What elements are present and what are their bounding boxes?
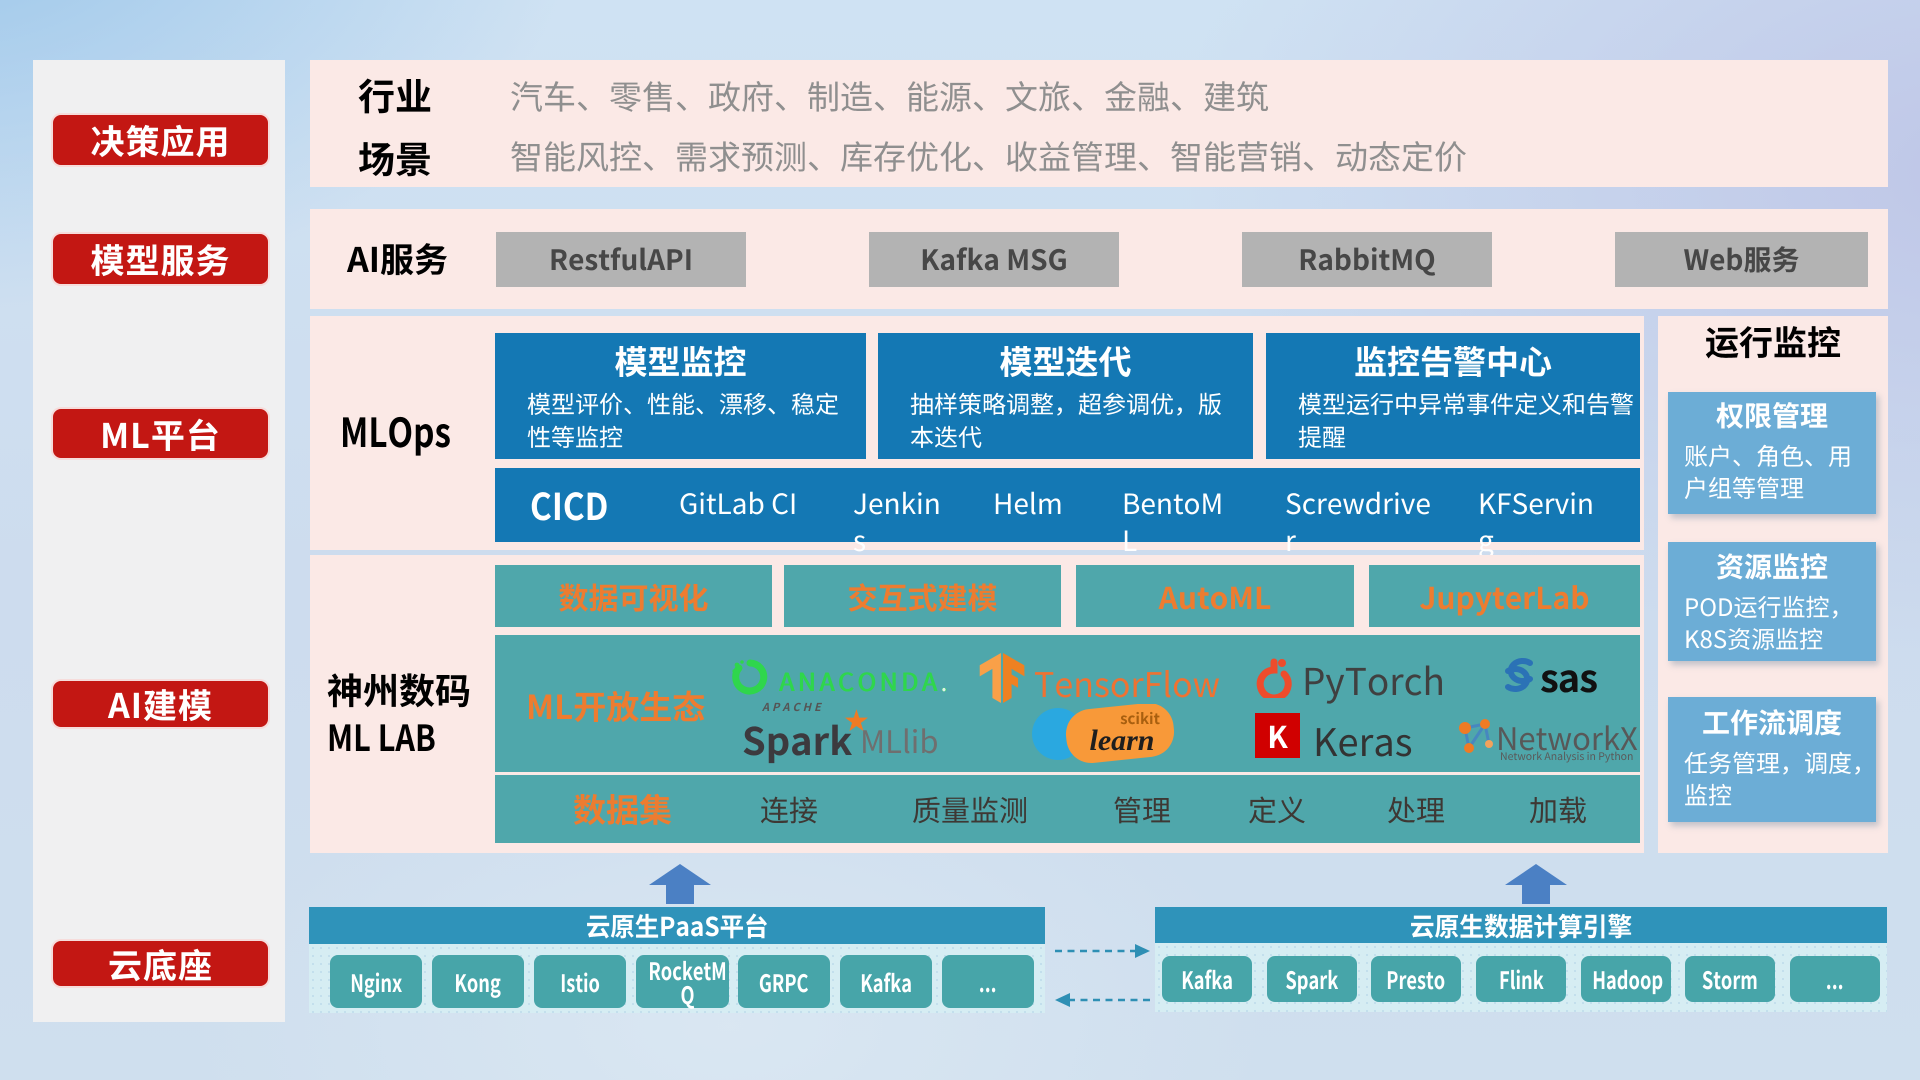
svg-text:learn: learn — [1089, 724, 1154, 757]
svg-text:scikit: scikit — [1120, 708, 1161, 729]
